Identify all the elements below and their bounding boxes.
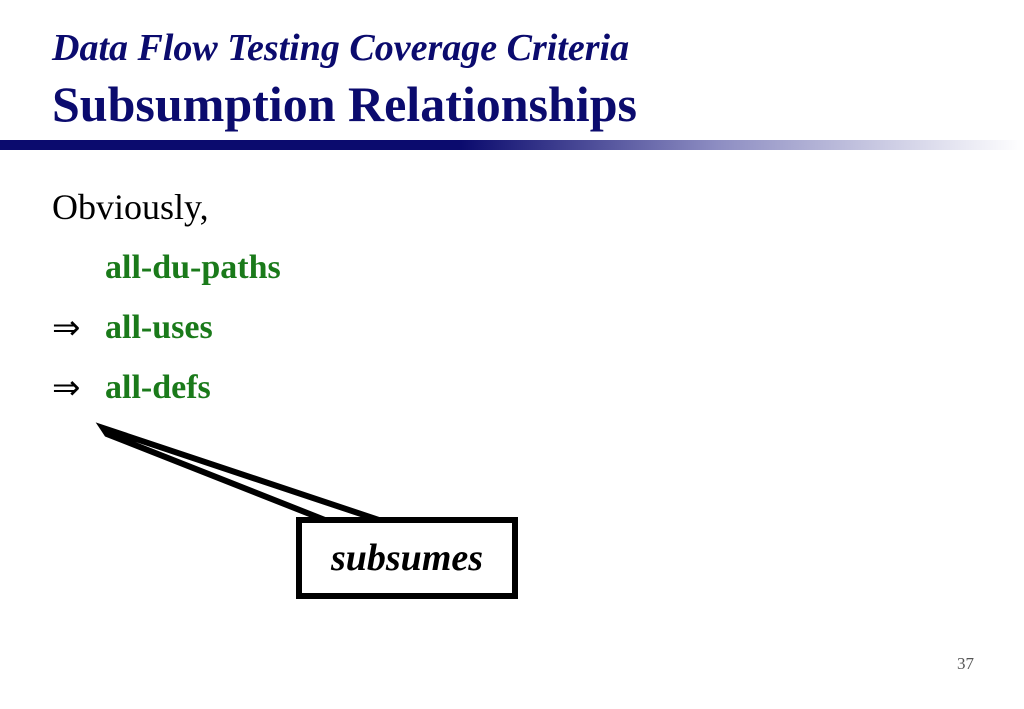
title-underline (0, 140, 1024, 150)
callout-box: subsumes (296, 517, 518, 599)
criterion-all-uses: all-uses (105, 309, 213, 346)
implies-arrow-1: ⇒ (52, 308, 81, 348)
page-number: 37 (957, 654, 974, 673)
callout-text: subsumes (330, 537, 484, 579)
criterion-all-defs: all-defs (105, 369, 211, 406)
criterion-all-du-paths: all-du-paths (105, 249, 281, 286)
implies-arrow-2: ⇒ (52, 368, 81, 408)
slide-title-line-1: Data Flow Testing Coverage Criteria (52, 27, 630, 69)
callout-pointer-shape (95, 422, 386, 525)
slide-title-line-2: Subsumption Relationships (52, 76, 637, 132)
intro-text: Obviously, (52, 187, 209, 227)
